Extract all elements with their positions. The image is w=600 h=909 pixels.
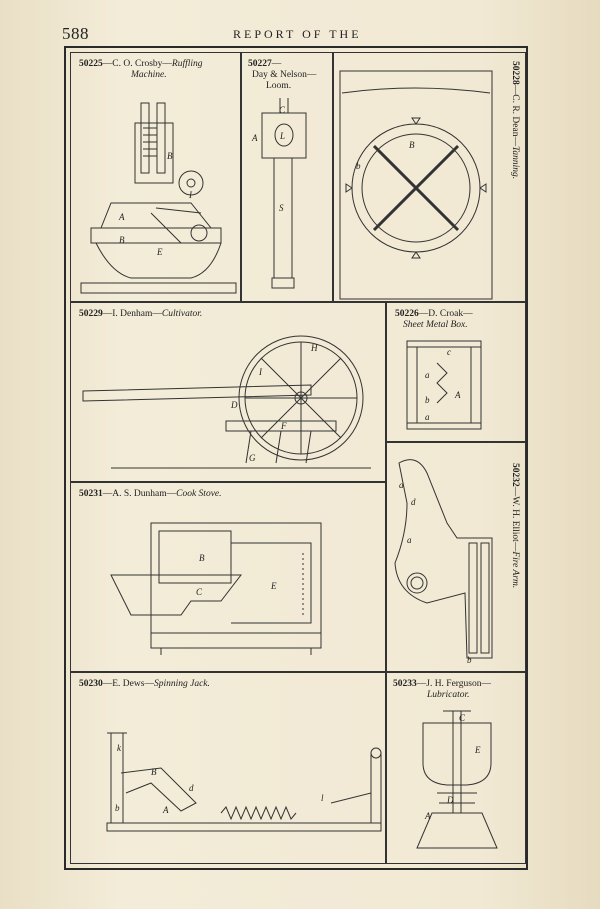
figure-50227: 50227— Day & Nelson— Loom. C L A S: [241, 52, 333, 302]
loom-drawing: C L A S: [251, 98, 307, 289]
svg-text:k: k: [117, 743, 122, 753]
svg-text:I: I: [258, 367, 263, 377]
svg-text:d: d: [189, 783, 194, 793]
svg-text:b: b: [356, 161, 361, 171]
svg-text:a: a: [425, 412, 430, 422]
svg-text:a: a: [425, 370, 430, 380]
figure-inventor: Day & Nelson—: [252, 70, 317, 80]
tanning-wheel-drawing: Bb: [339, 70, 493, 300]
svg-text:A: A: [118, 212, 125, 222]
figure-subject-cont: Machine.: [131, 70, 167, 80]
svg-text:S: S: [279, 203, 284, 213]
figure-50225-caption: 50225—C. O. Crosby—Ruffling: [79, 59, 203, 69]
lubricator-drawing: C E D A: [416, 710, 498, 849]
figure-subject: Ruffling: [171, 59, 203, 69]
running-title: REPORT OF THE: [233, 27, 362, 41]
ruffling-machine-drawing: B I A E B: [80, 102, 237, 294]
svg-text:E: E: [156, 247, 163, 257]
svg-text:b: b: [115, 803, 120, 813]
svg-text:E: E: [474, 745, 481, 755]
figure-50233: 50233—J. H. Ferguson— Lubricator. C E D A: [386, 672, 526, 864]
svg-text:A: A: [251, 133, 258, 143]
svg-text:E: E: [270, 581, 277, 591]
svg-text:l: l: [321, 793, 324, 803]
figure-inventor: J. H. Ferguson: [426, 679, 482, 689]
figure-inventor: A. S. Dunham: [112, 489, 167, 499]
svg-text:F: F: [280, 421, 287, 431]
svg-text:L: L: [279, 131, 285, 141]
svg-text:A: A: [162, 805, 169, 815]
figure-50231: 50231—A. S. Dunham—Cook Stove. B C E: [70, 482, 386, 672]
figure-subject: Sheet Metal Box.: [403, 320, 468, 330]
figure-inventor: C. O. Crosby: [112, 59, 163, 69]
figure-50230-caption: 50230—E. Dews—Spinning Jack.: [79, 679, 210, 689]
svg-text:B: B: [151, 767, 157, 777]
svg-text:d: d: [411, 497, 416, 507]
figure-subject: Lubricator.: [427, 690, 470, 700]
svg-text:c: c: [447, 347, 451, 357]
svg-text:B: B: [409, 140, 415, 150]
figure-50225: 50225—C. O. Crosby—Ruffling Machine. B I: [70, 52, 241, 302]
figure-number: 50227: [248, 59, 272, 69]
svg-text:b: b: [425, 395, 430, 405]
figure-number: 50226: [395, 309, 419, 319]
svg-text:G: G: [249, 453, 256, 463]
svg-text:B: B: [167, 151, 173, 161]
svg-text:a: a: [407, 535, 412, 545]
figure-50231-caption: 50231—A. S. Dunham—Cook Stove.: [79, 489, 222, 499]
figure-50229: 50229—I. Denham—Cultivator. H I D F G: [70, 302, 386, 482]
figure-50229-caption: 50229—I. Denham—Cultivator.: [79, 309, 203, 319]
svg-text:D: D: [230, 400, 238, 410]
figure-number: 50230: [79, 679, 103, 689]
figure-50233-caption: 50233—J. H. Ferguson—: [393, 679, 491, 689]
figure-plate-frame: 50225—C. O. Crosby—Ruffling Machine. B I: [64, 46, 528, 870]
svg-text:A: A: [424, 811, 431, 821]
figure-subject: Cook Stove.: [176, 489, 222, 499]
svg-text:C: C: [279, 105, 286, 115]
figure-50227-caption: 50227—: [248, 59, 282, 69]
cultivator-drawing: H I D F G: [82, 335, 371, 469]
svg-text:b: b: [467, 655, 472, 665]
svg-text:B: B: [199, 553, 205, 563]
svg-text:B: B: [119, 235, 125, 245]
figure-inventor: I. Denham: [112, 309, 153, 319]
figure-number: 50231: [79, 489, 103, 499]
page-number: 588: [62, 24, 89, 43]
svg-text:a: a: [399, 480, 404, 490]
figure-inventor: D. Croak: [428, 309, 464, 319]
svg-text:A: A: [454, 390, 461, 400]
cook-stove-drawing: B C E: [110, 522, 322, 655]
figure-number: 50229: [79, 309, 103, 319]
figure-number: 50225: [79, 59, 103, 69]
svg-text:D: D: [446, 795, 454, 805]
svg-text:I: I: [188, 190, 193, 200]
spinning-jack-drawing: kB A d b l: [106, 732, 382, 832]
figure-subject: Cultivator.: [161, 309, 203, 319]
figure-inventor: E. Dews: [112, 679, 145, 689]
svg-text:H: H: [310, 343, 318, 353]
figure-subject: Loom.: [266, 81, 292, 91]
figure-subject: Spinning Jack.: [153, 679, 210, 689]
figure-number: 50233: [393, 679, 417, 689]
svg-text:C: C: [459, 713, 466, 723]
figure-50226-caption: 50226—D. Croak—: [395, 309, 473, 319]
svg-text:C: C: [196, 587, 203, 597]
